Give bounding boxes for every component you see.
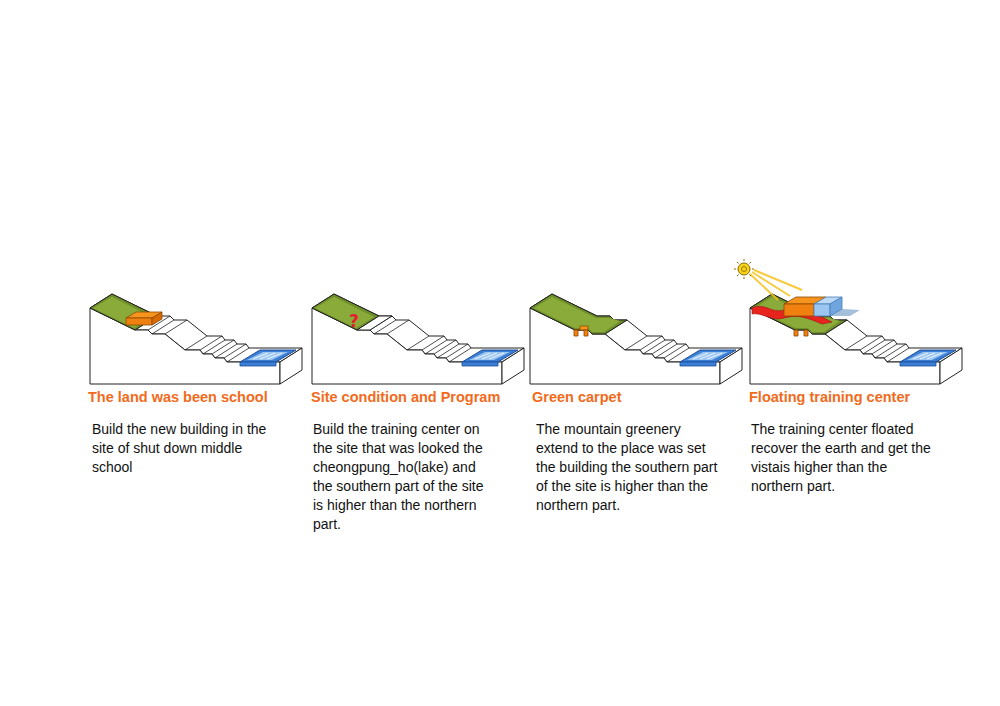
panel-description: Build the new building in the site of sh… <box>92 420 274 477</box>
panel-heading: Green carpet <box>532 389 621 405</box>
panel-heading: The land was been school <box>88 389 268 405</box>
panel-heading: Floating training center <box>749 389 910 405</box>
question-mark: ? <box>349 311 359 331</box>
panel-heading: Site condition and Program <box>311 389 500 405</box>
panel-description: Build the training center on the site th… <box>313 420 495 534</box>
panel-description: The training center floated recover the … <box>751 420 933 496</box>
panel-description: The mountain greenery extend to the plac… <box>536 420 718 515</box>
